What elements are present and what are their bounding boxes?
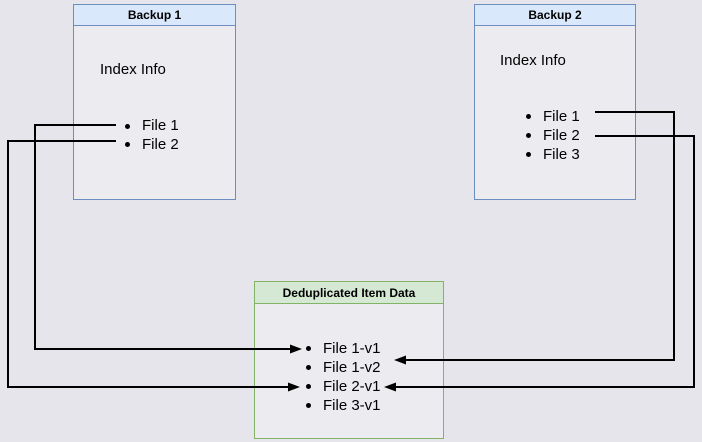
backup2-box: Backup 2 Index Info File 1 File 2 File 3 (474, 4, 636, 200)
backup1-title: Backup 1 (74, 5, 235, 26)
list-item: File 1 (74, 117, 235, 136)
backup2-file-list: File 1 File 2 File 3 (475, 107, 635, 164)
backup2-index-info-label: Index Info (500, 52, 566, 69)
backup1-index-info-label: Index Info (100, 61, 166, 78)
list-item: File 2 (74, 136, 235, 155)
backup1-box: Backup 1 Index Info File 1 File 2 (73, 4, 236, 200)
dedup-box: Deduplicated Item Data File 1-v1 File 1-… (254, 281, 444, 439)
list-item: File 1 (475, 107, 635, 126)
dedup-title: Deduplicated Item Data (255, 282, 443, 304)
list-item: File 1-v1 (255, 339, 443, 358)
list-item: File 2 (475, 126, 635, 145)
list-item: File 3-v1 (255, 396, 443, 415)
list-item: File 1-v2 (255, 358, 443, 377)
backup1-file-list: File 1 File 2 (74, 117, 235, 154)
list-item: File 2-v1 (255, 377, 443, 396)
dedup-file-list: File 1-v1 File 1-v2 File 2-v1 File 3-v1 (255, 339, 443, 415)
list-item: File 3 (475, 145, 635, 164)
backup2-title: Backup 2 (475, 5, 635, 26)
